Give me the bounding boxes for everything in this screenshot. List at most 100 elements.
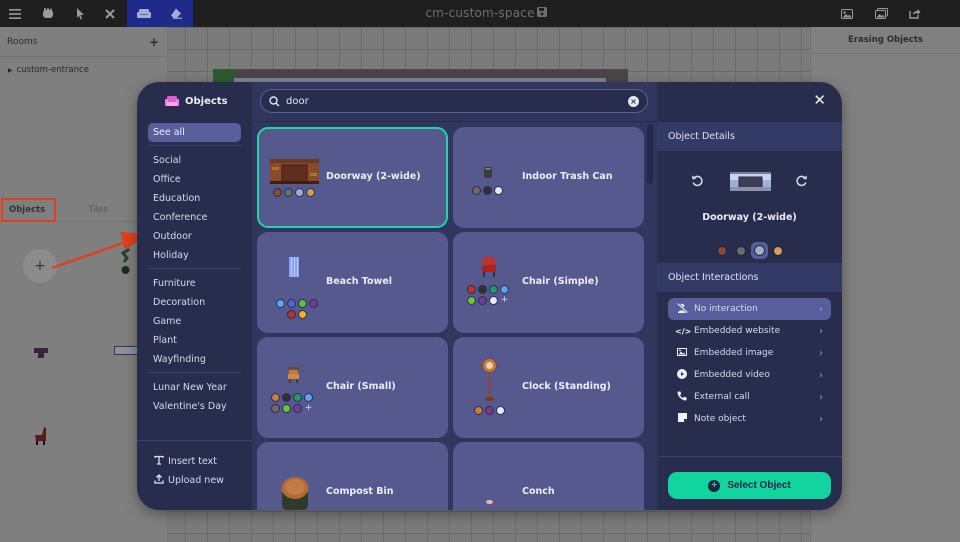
color-swatch (284, 188, 293, 197)
category-social[interactable]: Social (153, 155, 182, 166)
color-option[interactable] (717, 245, 727, 256)
interaction-note-object[interactable]: Note object › (668, 408, 831, 430)
doorway-thumbnail (270, 159, 319, 185)
color-option[interactable] (736, 245, 746, 256)
conch-thumbnail (486, 489, 493, 504)
grid-scrollbar[interactable] (647, 124, 653, 184)
search-input[interactable] (286, 95, 628, 107)
chevron-right-icon: › (819, 325, 823, 337)
sofa-icon[interactable] (127, 0, 160, 27)
category-sidebar: Objects See all Social Office Education … (137, 82, 252, 510)
room-item[interactable]: ▶ custom-entrance (0, 57, 167, 83)
table-sprite[interactable] (34, 344, 48, 358)
object-card-chair-simple[interactable]: + Chair (Simple) (453, 232, 644, 333)
more-colors-icon[interactable]: + (500, 295, 509, 305)
image-icon[interactable] (832, 0, 862, 27)
object-name: Doorway (2-wide) (326, 171, 421, 182)
tab-objects[interactable]: Objects (1, 198, 56, 222)
category-game[interactable]: Game (153, 316, 182, 327)
clear-search-icon[interactable]: × (628, 95, 639, 107)
category-valentines-day[interactable]: Valentine's Day (153, 401, 227, 412)
color-swatch (483, 186, 492, 195)
insert-text-button[interactable]: Insert text (154, 452, 252, 471)
object-card-clock-standing[interactable]: Clock (Standing) (453, 337, 644, 438)
chair-sprite[interactable] (34, 427, 48, 447)
object-card-compost-bin[interactable]: Compost Bin (257, 442, 448, 510)
close-modal-button[interactable]: ✕ (813, 91, 826, 109)
divider (148, 372, 241, 373)
chevron-right-icon: › (819, 303, 823, 315)
whiteboard-sprite[interactable] (114, 346, 138, 355)
plant-sprite[interactable] (120, 244, 131, 275)
object-preview (730, 172, 771, 192)
upload-new-button[interactable]: Upload new (154, 471, 252, 490)
category-plant[interactable]: Plant (153, 335, 177, 346)
phone-icon (675, 391, 689, 404)
object-card-conch[interactable]: Conch (453, 442, 644, 510)
category-wayfinding[interactable]: Wayfinding (153, 354, 206, 365)
color-option[interactable] (773, 245, 783, 256)
object-card-beach-towel[interactable]: Beach Towel (257, 232, 448, 333)
close-tool-icon[interactable] (95, 0, 125, 27)
color-swatch (271, 404, 280, 413)
category-conference[interactable]: Conference (153, 212, 208, 223)
object-name: Chair (Small) (326, 381, 396, 392)
upload-icon (154, 474, 164, 487)
text-icon (154, 455, 164, 468)
wall-green-tile (213, 69, 234, 83)
color-swatch (472, 186, 481, 195)
object-name: Chair (Simple) (522, 276, 599, 287)
category-decoration[interactable]: Decoration (153, 297, 206, 308)
category-furniture[interactable]: Furniture (153, 278, 196, 289)
share-icon[interactable] (900, 0, 930, 27)
add-object-button[interactable]: + (23, 249, 57, 283)
object-name: Indoor Trash Can (522, 171, 613, 182)
interaction-embedded-image[interactable]: Embedded image › (668, 342, 831, 364)
pointer-icon[interactable] (65, 0, 95, 27)
trash-can-thumbnail (484, 163, 492, 178)
color-option-selected[interactable] (751, 242, 768, 259)
hand-icon[interactable] (30, 0, 65, 27)
add-room-button[interactable]: + (148, 34, 159, 49)
interaction-embedded-video[interactable]: Embedded video › (668, 364, 831, 386)
select-object-button[interactable]: + Select Object (668, 472, 831, 499)
right-panel-title: Erasing Objects (811, 27, 960, 54)
category-holiday[interactable]: Holiday (153, 250, 189, 261)
sofa-logo-icon (165, 95, 179, 107)
menu-icon[interactable] (0, 0, 30, 27)
chevron-right-icon: › (819, 391, 823, 403)
category-lunar-new-year[interactable]: Lunar New Year (153, 382, 227, 393)
object-card-chair-small[interactable]: + Chair (Small) (257, 337, 448, 438)
object-card-doorway[interactable]: Doorway (2-wide) (257, 127, 448, 228)
color-swatch (271, 393, 280, 402)
tab-tiles[interactable]: Tiles (88, 204, 108, 215)
category-see-all[interactable]: See all (148, 123, 241, 142)
interaction-label: Note object (694, 414, 746, 424)
selected-object-name: Doorway (2-wide) (702, 212, 797, 223)
interaction-embedded-website[interactable]: </> Embedded website › (668, 320, 831, 342)
room-item-label: custom-entrance (16, 65, 89, 75)
note-icon (675, 413, 689, 425)
rotate-right-icon[interactable] (795, 174, 808, 191)
save-icon[interactable] (537, 6, 547, 20)
rotate-left-icon[interactable] (691, 174, 704, 191)
color-swatch (287, 310, 296, 319)
right-toolbar (832, 0, 930, 27)
category-outdoor[interactable]: Outdoor (153, 231, 192, 242)
gallery-icon[interactable] (866, 0, 896, 27)
color-swatch (478, 296, 487, 305)
interaction-no-interaction[interactable]: No interaction › (668, 298, 831, 320)
more-colors-icon[interactable]: + (304, 403, 313, 413)
color-swatch (478, 285, 487, 294)
object-card-indoor-trash-can[interactable]: Indoor Trash Can (453, 127, 644, 228)
interaction-external-call[interactable]: External call › (668, 386, 831, 408)
eraser-icon[interactable] (160, 0, 193, 27)
interaction-label: External call (694, 392, 750, 402)
upload-new-label: Upload new (168, 475, 224, 486)
color-swatch (306, 188, 315, 197)
chevron-right-icon: › (819, 369, 823, 381)
category-office[interactable]: Office (153, 174, 181, 185)
category-education[interactable]: Education (153, 193, 201, 204)
color-swatch (293, 393, 302, 402)
rooms-header: Rooms + (0, 27, 167, 57)
